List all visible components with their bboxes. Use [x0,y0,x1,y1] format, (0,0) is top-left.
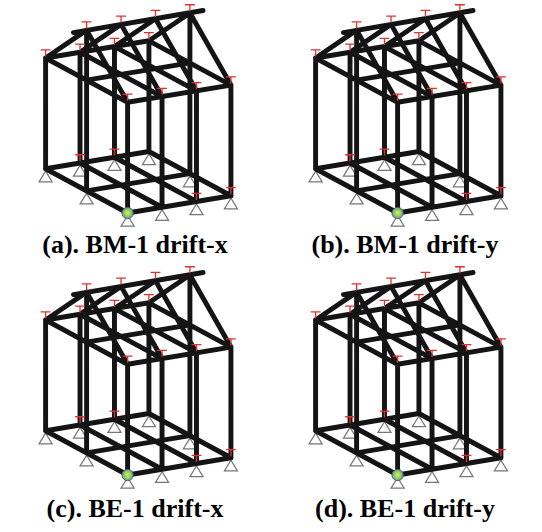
panel-caption: (c). BE-1 drift-x [47,494,224,524]
frame-model-d [309,267,507,488]
frame-model-b [309,5,507,226]
panel-caption: (b). BM-1 drift-y [311,230,498,260]
panel-caption: (a). BM-1 drift-x [42,230,228,260]
frame-model-c [39,267,237,488]
panel-caption: (d). BE-1 drift-y [315,494,495,524]
frame-model-a [39,5,237,226]
